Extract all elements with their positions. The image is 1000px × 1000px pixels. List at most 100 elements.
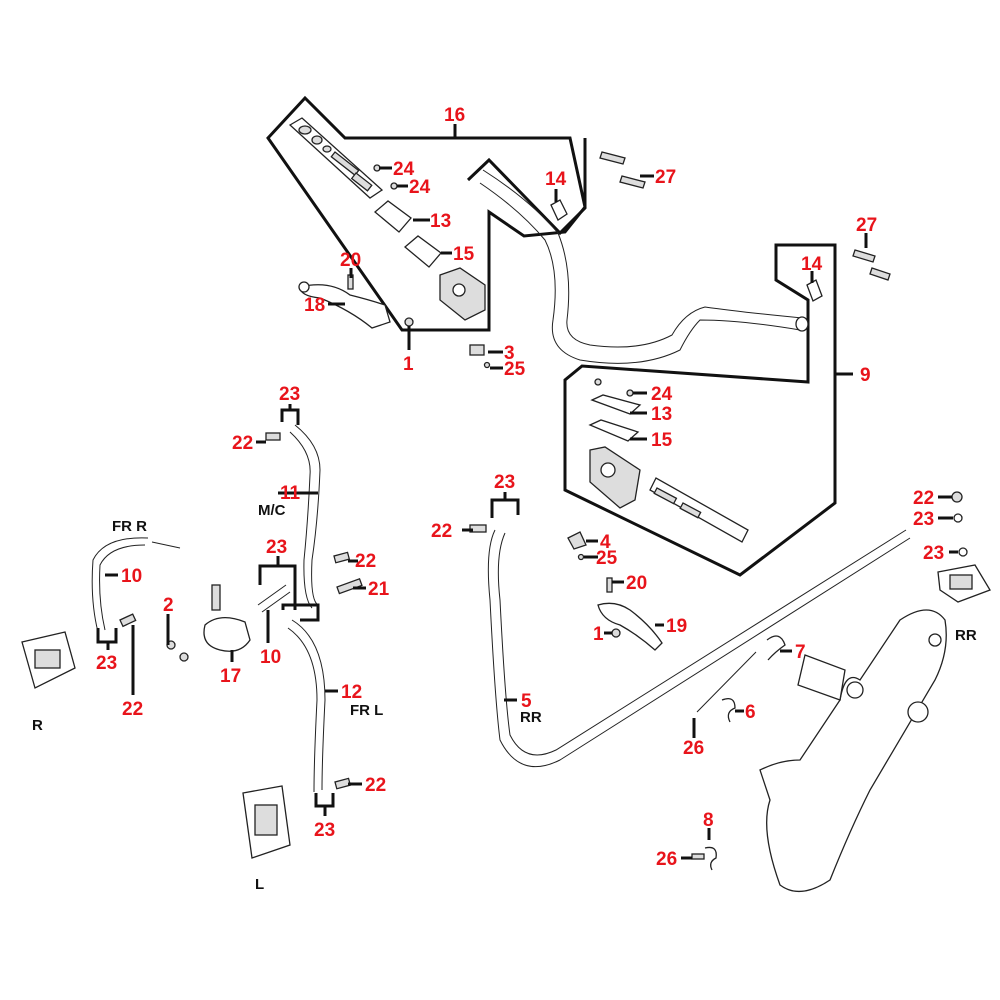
mc-kit-strip-left bbox=[288, 117, 384, 199]
callout-7: 7 bbox=[795, 642, 806, 663]
callout-23: 23 bbox=[314, 820, 335, 841]
label-rr-caliper: RR bbox=[955, 627, 977, 644]
callout-21: 21 bbox=[368, 579, 390, 600]
diaphragm-15-left bbox=[403, 235, 442, 268]
caliper-l bbox=[242, 785, 291, 859]
callout-11: 11 bbox=[280, 483, 301, 504]
master-cylinder-left bbox=[439, 267, 486, 321]
hose-10-fr-r bbox=[91, 537, 181, 633]
label-fr-l: FR L bbox=[350, 702, 383, 719]
callouts: 16 24 24 13 15 14 27 20 18 1 3 25 27 14 … bbox=[96, 105, 944, 870]
bolt-22-d bbox=[334, 777, 352, 790]
bolt-21 bbox=[336, 577, 363, 595]
callout-26: 26 bbox=[683, 738, 704, 759]
hose-10-short bbox=[257, 584, 291, 613]
bolt-2 bbox=[166, 640, 189, 662]
kit-outline-9 bbox=[563, 243, 837, 577]
label-rr-hose: RR bbox=[520, 709, 542, 726]
callout-14: 14 bbox=[801, 254, 823, 275]
callout-22: 22 bbox=[232, 433, 253, 454]
callout-3: 3 bbox=[504, 343, 515, 364]
callout-13: 13 bbox=[651, 404, 672, 425]
bolt-27-b bbox=[852, 249, 891, 281]
callout-23: 23 bbox=[266, 537, 287, 558]
callout-1: 1 bbox=[593, 624, 604, 645]
hose-11-mc bbox=[289, 424, 321, 609]
callout-5: 5 bbox=[521, 691, 532, 712]
leader-lines bbox=[96, 124, 958, 860]
callout-4: 4 bbox=[600, 532, 611, 553]
hose-5-rr bbox=[487, 529, 911, 768]
callout-24: 24 bbox=[393, 159, 415, 180]
callout-14: 14 bbox=[545, 169, 567, 190]
screw-26-b bbox=[691, 853, 705, 860]
delay-valve-17 bbox=[203, 584, 251, 652]
callout-15: 15 bbox=[651, 430, 673, 451]
callout-27: 27 bbox=[856, 215, 877, 236]
brake-lever-19 bbox=[597, 602, 663, 651]
callout-20: 20 bbox=[340, 250, 361, 271]
callout-27: 27 bbox=[655, 167, 676, 188]
switch-3 bbox=[469, 344, 485, 356]
callout-23: 23 bbox=[279, 384, 300, 405]
callout-23: 23 bbox=[913, 509, 934, 530]
callout-10: 10 bbox=[121, 566, 142, 587]
nut-1-b bbox=[611, 628, 621, 638]
callout-18: 18 bbox=[304, 295, 325, 316]
washer-23-g bbox=[958, 547, 968, 557]
clip-6 bbox=[721, 697, 736, 723]
callout-6: 6 bbox=[745, 702, 756, 723]
kit-outline-16 bbox=[266, 95, 587, 332]
callout-19: 19 bbox=[666, 616, 687, 637]
callout-1: 1 bbox=[403, 354, 414, 375]
reservoir-cover-13-right bbox=[590, 394, 642, 415]
position-labels: FR R M/C FR L RR RR R L bbox=[32, 502, 977, 893]
callout-22: 22 bbox=[913, 488, 934, 509]
callout-24: 24 bbox=[651, 384, 673, 405]
label-fr-r: FR R bbox=[112, 518, 147, 535]
caliper-r bbox=[21, 631, 76, 689]
callout-12: 12 bbox=[341, 682, 362, 703]
callout-23: 23 bbox=[494, 472, 515, 493]
screw-25-b bbox=[577, 553, 585, 561]
callout-10: 10 bbox=[260, 647, 281, 668]
bolt-22-c bbox=[119, 613, 137, 628]
bolt-27-a bbox=[599, 151, 646, 189]
callout-24: 24 bbox=[409, 177, 431, 198]
callout-15: 15 bbox=[453, 244, 475, 265]
callout-17: 17 bbox=[220, 666, 241, 687]
label-l: L bbox=[255, 876, 264, 893]
callout-23: 23 bbox=[923, 543, 944, 564]
clamp-14-b bbox=[806, 279, 823, 302]
callout-22: 22 bbox=[365, 775, 386, 796]
callout-26: 26 bbox=[656, 849, 677, 870]
bracket-4 bbox=[567, 531, 587, 550]
bolt-20-b bbox=[606, 577, 613, 593]
callout-25: 25 bbox=[504, 359, 526, 380]
label-r: R bbox=[32, 717, 43, 734]
strap-26 bbox=[696, 651, 757, 713]
frame-bracket bbox=[759, 609, 947, 892]
diaphragm-15-right bbox=[588, 419, 640, 442]
caliper-rr bbox=[937, 564, 991, 603]
callout-2: 2 bbox=[163, 595, 174, 616]
callout-8: 8 bbox=[703, 810, 714, 831]
mc-kit-strip-right bbox=[649, 477, 749, 543]
reservoir-cover-13-left bbox=[373, 200, 412, 233]
hose-12-fr-l bbox=[287, 619, 326, 793]
callout-9: 9 bbox=[860, 365, 871, 386]
bolt-22-a bbox=[265, 432, 281, 441]
screw-25-a bbox=[483, 361, 491, 369]
callout-23: 23 bbox=[96, 653, 117, 674]
clamp-14-a bbox=[550, 199, 568, 221]
callout-22: 22 bbox=[122, 699, 143, 720]
label-mc: M/C bbox=[258, 502, 286, 519]
callout-25: 25 bbox=[596, 548, 618, 569]
master-cylinder-right bbox=[589, 446, 641, 509]
bolt-22-b bbox=[333, 551, 351, 564]
nut-1-a bbox=[404, 317, 414, 327]
callout-22: 22 bbox=[431, 521, 452, 542]
callout-20: 20 bbox=[626, 573, 647, 594]
clip-7 bbox=[766, 635, 786, 661]
